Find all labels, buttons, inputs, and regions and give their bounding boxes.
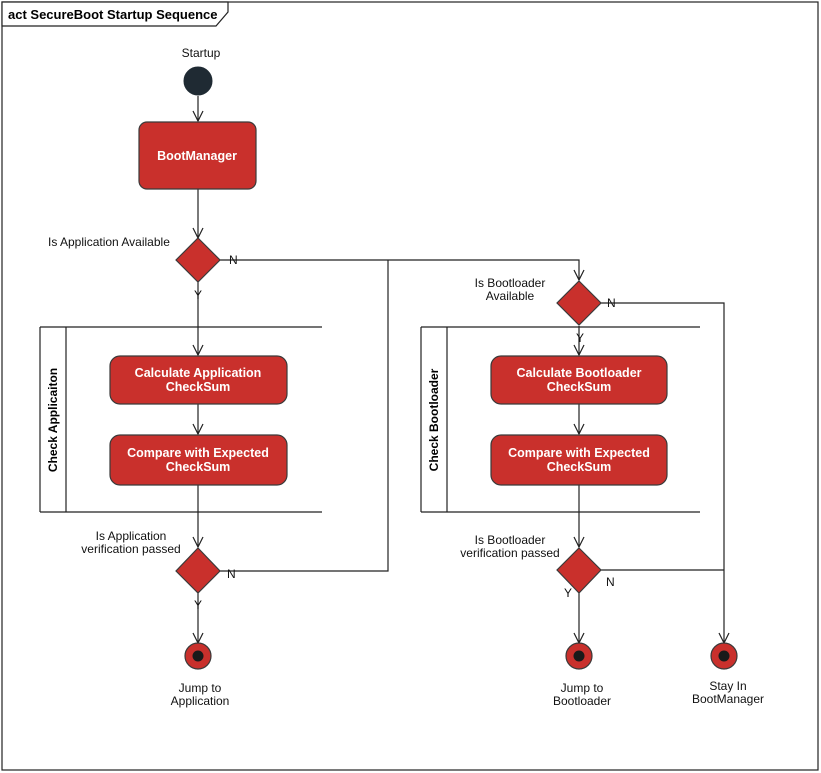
action-bootmanager[interactable]: BootManager — [138, 121, 257, 190]
action-calc-app-label-1: Calculate Application — [135, 366, 262, 380]
action-compare-app-label-2: CheckSum — [166, 460, 231, 474]
decision-app-verified-label-2: verification passed — [81, 542, 180, 556]
final-stay-label-1: Stay In — [709, 679, 746, 693]
decision-bl-available-label-2: Available — [486, 289, 535, 303]
initial-node-label: Startup — [182, 46, 221, 60]
action-compare-bl-label-2: CheckSum — [547, 460, 612, 474]
guard-bl-verified-no: N — [606, 575, 615, 589]
guard-app-available-no: N — [229, 253, 238, 267]
control-flows — [198, 96, 724, 643]
decision-bl-verified-label-2: verification passed — [460, 546, 559, 560]
decision-bl-verified[interactable] — [556, 547, 602, 594]
action-compare-app-checksum[interactable]: Compare with Expected CheckSum — [109, 434, 288, 486]
partition-label-app: Check Applicaiton — [46, 368, 60, 472]
final-app-label-2: Application — [171, 694, 230, 708]
guard-bl-verified-yes: Y — [564, 586, 572, 600]
decision-app-available-label: Is Application Available — [48, 235, 170, 249]
action-calc-bl-checksum[interactable]: Calculate Bootloader CheckSum — [490, 355, 668, 405]
guard-bl-available-no: N — [607, 296, 616, 310]
guard-app-verified-no: N — [227, 567, 236, 581]
final-node-stay-in-bootmanager[interactable] — [710, 642, 738, 670]
action-calc-app-label-2: CheckSum — [166, 380, 231, 394]
partition-check-application: Check Applicaiton — [39, 326, 322, 513]
decision-bl-available[interactable] — [556, 280, 602, 326]
guard-bl-available-yes: Y — [576, 331, 584, 345]
action-calc-app-checksum[interactable]: Calculate Application CheckSum — [109, 355, 288, 405]
action-compare-bl-checksum[interactable]: Compare with Expected CheckSum — [490, 434, 668, 486]
final-bl-label-1: Jump to — [561, 681, 604, 695]
decision-app-verified[interactable] — [175, 547, 221, 594]
action-calc-bl-label-1: Calculate Bootloader — [516, 366, 641, 380]
partition-check-bootloader: Check Bootloader — [420, 326, 700, 513]
decision-bl-available-label-1: Is Bootloader — [475, 276, 546, 290]
diagram-title: act SecureBoot Startup Sequence — [8, 7, 218, 22]
final-bl-label-2: Bootloader — [553, 694, 611, 708]
frame-title-tab — [1, 1, 229, 27]
final-node-jump-to-application[interactable] — [184, 642, 212, 670]
guard-app-verified-yes: Y — [194, 598, 202, 612]
action-compare-bl-label-1: Compare with Expected — [508, 446, 650, 460]
final-node-jump-to-bootloader[interactable] — [565, 642, 593, 670]
final-app-label-1: Jump to — [179, 681, 222, 695]
action-bootmanager-label: BootManager — [157, 149, 237, 163]
final-stay-label-2: BootManager — [692, 692, 764, 706]
initial-node[interactable] — [183, 66, 213, 96]
guard-app-available-yes: Y — [194, 288, 202, 302]
decision-app-available[interactable] — [175, 237, 221, 283]
decision-bl-verified-label-1: Is Bootloader — [475, 533, 546, 547]
action-compare-app-label-1: Compare with Expected — [127, 446, 269, 460]
decision-app-verified-label-1: Is Application — [96, 529, 167, 543]
action-calc-bl-label-2: CheckSum — [547, 380, 612, 394]
partition-label-bl: Check Bootloader — [427, 368, 441, 471]
